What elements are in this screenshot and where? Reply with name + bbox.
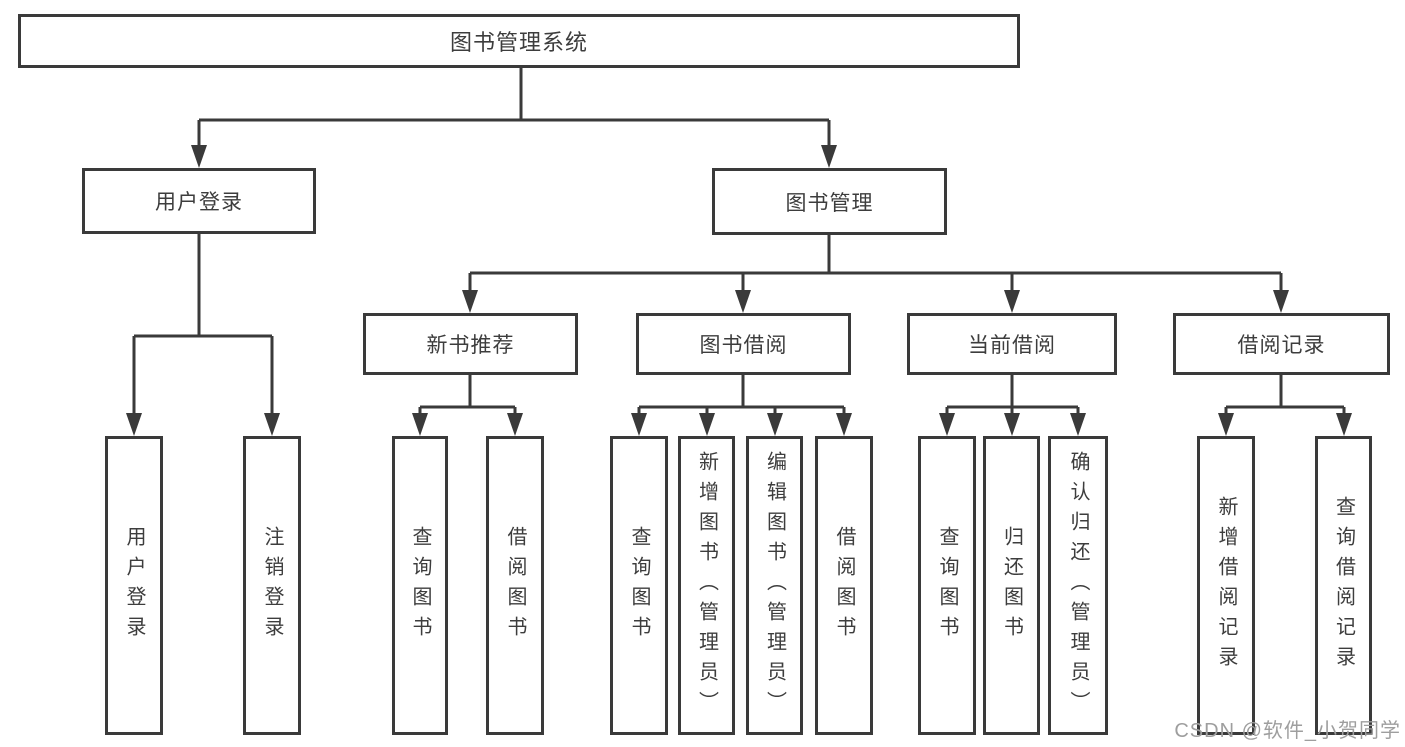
node-new-book-recommendation: 新书推荐 — [363, 313, 578, 375]
leaf-user-login: 用户登录 — [105, 436, 163, 735]
leaf-logout-label: 注销登录 — [261, 525, 283, 646]
arrowhead — [939, 413, 955, 436]
arrowhead — [735, 290, 751, 313]
edge-bookmgmt-to-level3 — [468, 234, 1283, 292]
leaf-confirm-return-admin-label: 确认归还（管理员） — [1067, 450, 1089, 721]
node-book-management-label: 图书管理 — [785, 191, 874, 215]
arrowhead — [1273, 290, 1289, 313]
arrowhead — [1004, 413, 1020, 436]
leaf-borrow-book-recommend-label: 借阅图书 — [504, 525, 526, 646]
node-borrow-record-label: 借阅记录 — [1237, 334, 1326, 357]
leaf-query-book-borrow-label: 查询图书 — [628, 525, 650, 646]
node-book-management: 图书管理 — [712, 168, 947, 235]
edge-borrowrecord-to-leaves — [1224, 375, 1346, 415]
arrowheads — [126, 145, 1352, 436]
leaf-edit-book-admin-label: 编辑图书（管理员） — [763, 450, 786, 721]
node-root: 图书管理系统 — [18, 14, 1020, 68]
leaf-add-borrow-record: 新增借阅记录 — [1197, 436, 1255, 735]
node-book-borrow: 图书借阅 — [636, 313, 851, 375]
edge-currentborrow-to-leaves — [945, 375, 1080, 415]
leaf-query-borrow-record: 查询借阅记录 — [1315, 436, 1372, 735]
arrowhead — [1218, 413, 1234, 436]
leaf-borrow-book-recommend: 借阅图书 — [486, 436, 544, 735]
arrowhead — [836, 413, 852, 436]
node-user-login-label: 用户登录 — [155, 191, 243, 214]
edge-bookborrow-to-leaves — [637, 375, 846, 415]
node-current-borrow: 当前借阅 — [907, 313, 1117, 375]
edge-newbookrec-to-leaves — [418, 375, 517, 415]
node-current-borrow-label: 当前借阅 — [968, 334, 1056, 357]
leaf-user-login-label: 用户登录 — [123, 525, 145, 646]
leaf-query-book-current-label: 查询图书 — [936, 525, 958, 646]
arrowhead — [1070, 413, 1086, 436]
leaf-query-book-current: 查询图书 — [918, 436, 976, 735]
leaf-query-borrow-record-label: 查询借阅记录 — [1332, 495, 1355, 676]
leaf-edit-book-admin: 编辑图书（管理员） — [746, 436, 803, 735]
arrowhead — [1336, 413, 1352, 436]
arrowhead — [1004, 290, 1020, 313]
leaf-return-book: 归还图书 — [983, 436, 1040, 735]
leaf-query-book-borrow: 查询图书 — [610, 436, 668, 735]
node-root-label: 图书管理系统 — [449, 30, 588, 55]
leaf-add-book-admin: 新增图书（管理员） — [678, 436, 735, 735]
leaf-add-borrow-record-label: 新增借阅记录 — [1215, 495, 1237, 676]
arrowhead — [412, 413, 428, 436]
leaf-add-book-admin-label: 新增图书（管理员） — [695, 450, 718, 721]
arrowhead — [767, 413, 783, 436]
leaf-borrow-book-label: 借阅图书 — [833, 525, 855, 646]
arrowhead — [462, 290, 478, 313]
node-book-borrow-label: 图书借阅 — [699, 334, 788, 357]
leaf-confirm-return-admin: 确认归还（管理员） — [1048, 436, 1108, 735]
arrowhead — [264, 413, 280, 436]
edge-root-to-level2 — [197, 68, 831, 147]
leaf-return-book-label: 归还图书 — [1000, 525, 1023, 646]
arrowhead — [191, 145, 207, 168]
leaf-query-book-recommend-label: 查询图书 — [409, 525, 431, 646]
node-new-book-recommendation-label: 新书推荐 — [426, 334, 515, 357]
leaf-logout: 注销登录 — [243, 436, 301, 735]
leaf-query-book-recommend: 查询图书 — [392, 436, 448, 735]
arrowhead — [821, 145, 837, 168]
node-user-login: 用户登录 — [82, 168, 316, 234]
arrowhead — [507, 413, 523, 436]
node-borrow-record: 借阅记录 — [1173, 313, 1390, 375]
arrowhead — [631, 413, 647, 436]
arrowhead — [699, 413, 715, 436]
edge-userlogin-to-leaves — [132, 232, 274, 415]
csdn-watermark: CSDN @软件_小贺同学 — [1174, 720, 1401, 742]
arrowhead — [126, 413, 142, 436]
leaf-borrow-book: 借阅图书 — [815, 436, 873, 735]
